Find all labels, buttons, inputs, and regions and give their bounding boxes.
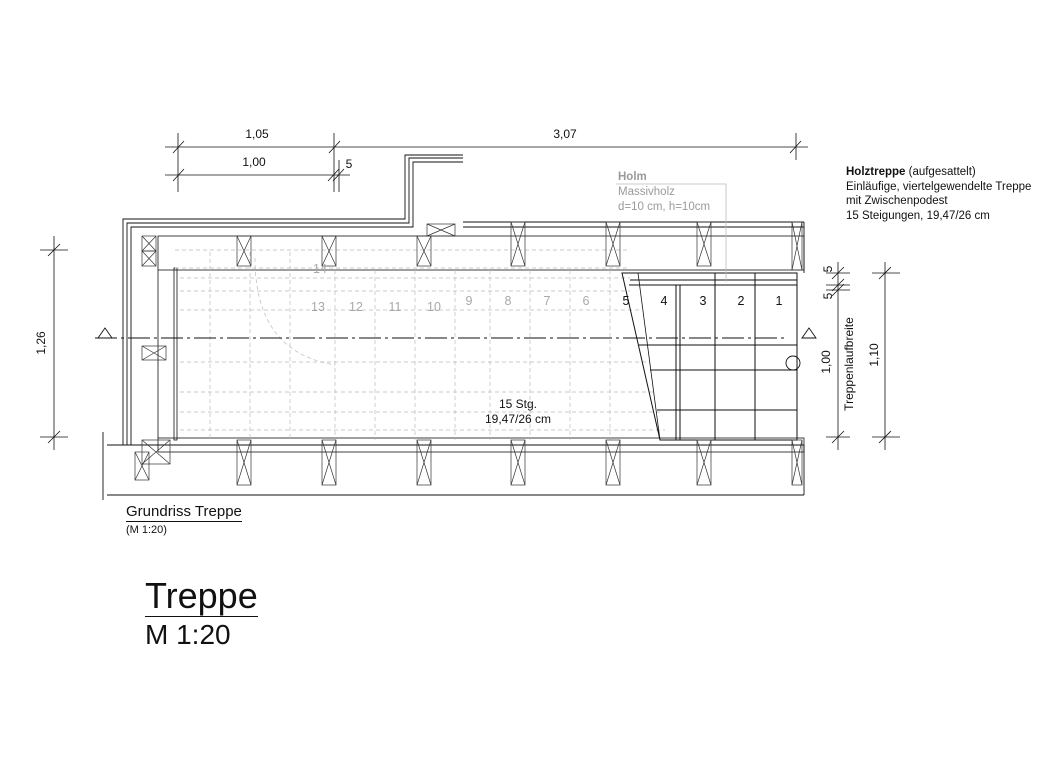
dim-top-inner: 1,00 <box>242 155 266 169</box>
sheet-title-block: Treppe M 1:20 <box>145 576 258 652</box>
step-number: 3 <box>700 294 707 308</box>
step-number: 6 <box>583 294 590 308</box>
step-number: 10 <box>427 300 441 314</box>
step-number: 5 <box>623 294 630 308</box>
dim-right-outer: 1,10 <box>867 343 881 367</box>
dim-right-small-a: 5 <box>821 265 835 272</box>
step-number: 4 <box>661 294 668 308</box>
step-number: 1 <box>776 294 783 308</box>
flight-ratio: 19,47/26 cm <box>485 412 551 426</box>
post <box>416 439 432 486</box>
posts <box>134 221 803 486</box>
post <box>321 235 337 267</box>
post <box>416 235 432 267</box>
step-number: 11 <box>389 300 402 314</box>
post <box>236 439 252 486</box>
dimension-lines <box>40 133 900 450</box>
sheet-title: Treppe <box>145 575 258 617</box>
post <box>141 235 157 252</box>
post <box>696 221 712 267</box>
notes-title-suffix: (aufgesattelt) <box>905 166 976 178</box>
section-marker-left <box>97 327 113 339</box>
holm-title: Holm <box>618 171 647 183</box>
stair-notes: Holztreppe (aufgesattelt) Einläufige, vi… <box>846 165 1031 223</box>
section-axis <box>95 327 817 371</box>
post <box>426 223 456 237</box>
stair-opening <box>157 235 805 453</box>
stair-understructure <box>175 249 665 440</box>
step-number: 9 <box>466 294 473 308</box>
notes-line-3: 15 Steigungen, 19,47/26 cm <box>846 209 990 222</box>
notes-title: Holztreppe <box>846 166 906 178</box>
dim-top-outer-left: 1,05 <box>245 127 269 141</box>
post <box>236 235 252 267</box>
step-number: 2 <box>738 294 745 308</box>
section-marker-right <box>801 327 817 339</box>
dim-top-gap: 5 <box>346 157 353 171</box>
dim-top-outer-right: 3,07 <box>553 127 577 141</box>
drawing-caption: Grundriss Treppe (M 1:20) <box>126 503 242 536</box>
notes-line-2: mit Zwischenpodest <box>846 195 948 207</box>
dim-right-small-b: 5 <box>821 292 835 299</box>
post <box>141 345 167 361</box>
post <box>510 439 526 486</box>
holm-size: d=10 cm, h=10cm <box>618 201 710 213</box>
step-number: 13 <box>311 300 325 314</box>
caption-title: Grundriss Treppe <box>126 503 242 522</box>
step-number: 8 <box>505 294 512 308</box>
flight-steps: 15 Stg. <box>499 397 537 411</box>
post <box>134 451 150 481</box>
dim-right-inner: 1,00 <box>819 350 833 374</box>
stair-start-circle <box>785 355 801 371</box>
caption-scale: (M 1:20) <box>126 524 167 536</box>
holm-label: Holm Massivholz d=10 cm, h=10cm <box>618 171 710 213</box>
post <box>791 439 803 486</box>
post <box>696 439 712 486</box>
step-number: 12 <box>349 300 363 314</box>
dim-right-label: Treppenlaufbreite <box>842 317 856 411</box>
post <box>791 221 803 271</box>
notes-title-line: Holztreppe (aufgesattelt) <box>846 165 1031 180</box>
dim-left-height: 1,26 <box>34 331 48 355</box>
sheet-scale: M 1:20 <box>145 619 231 650</box>
step-number: 7 <box>544 294 551 308</box>
post <box>141 250 157 267</box>
post <box>605 221 621 267</box>
stair-flight <box>621 272 798 441</box>
notes-line-1: Einläufige, viertelgewendelte Treppe <box>846 180 1032 193</box>
post <box>510 221 526 267</box>
holm-material: Massivholz <box>618 186 675 198</box>
flight-label: 15 Stg. 19,47/26 cm <box>485 397 551 426</box>
step-number: 14 <box>313 262 327 276</box>
dimension-texts: 1,05 3,07 1,00 5 1,26 5 5 1,00 1,10 Trep… <box>34 127 881 411</box>
holm-leader <box>616 183 727 282</box>
post <box>605 439 621 486</box>
post <box>321 439 337 486</box>
